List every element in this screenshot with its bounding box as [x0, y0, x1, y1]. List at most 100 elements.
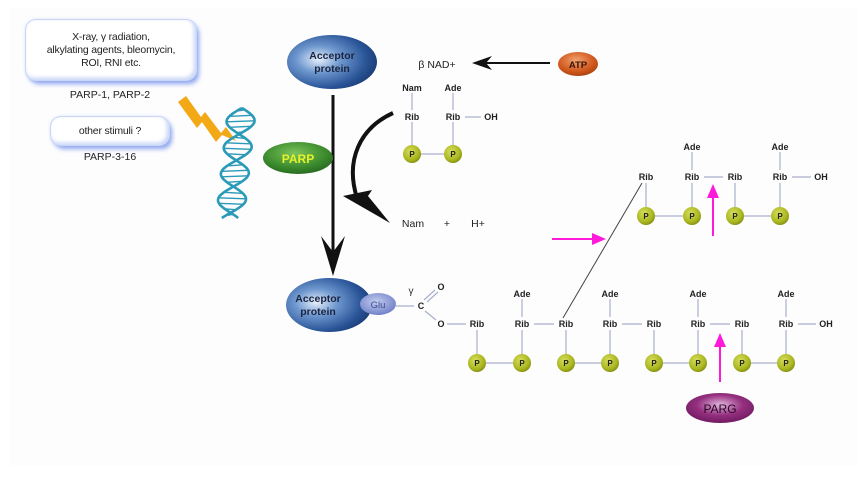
phosphate-label: P: [409, 150, 415, 159]
adenine-label: Ade: [601, 289, 618, 299]
phosphate: [733, 354, 751, 372]
phosphate-label: P: [651, 359, 657, 368]
phosphate-label: P: [450, 150, 456, 159]
nad-rib: Rib: [405, 112, 420, 122]
parp-label: PARP: [282, 152, 314, 166]
ribose-label: Rib: [647, 319, 662, 329]
ribose-label: Rib: [691, 319, 706, 329]
ribose-label: Rib: [735, 319, 750, 329]
ribose-label: Rib: [728, 172, 743, 182]
nad-title: β NAD+: [418, 59, 455, 71]
phosphate: [689, 354, 707, 372]
ribose-label: Rib: [515, 319, 530, 329]
adenine-label: Ade: [683, 142, 700, 152]
dna-rung: [228, 125, 252, 129]
dna-strand: [219, 106, 254, 220]
branch-bond: [562, 182, 643, 319]
atp-label: ATP: [569, 60, 588, 71]
nad-ade: Ade: [444, 83, 461, 93]
phosphate-label: P: [777, 212, 783, 221]
phosphate: [771, 207, 789, 225]
poly-adp-ribose-chains: RibPRibPAdeRibPRibPAdeRibPRibPAdeRibPRib…: [468, 142, 833, 372]
curved-release-arrow: [343, 111, 394, 223]
ribose-label: Rib: [639, 172, 654, 182]
carboxyl-bonds: [396, 289, 466, 325]
stimulus-line: ROI, RNI etc.: [81, 56, 141, 69]
adenine-label: Ade: [513, 289, 530, 299]
nad-nam: Nam: [402, 83, 422, 93]
parg-enzyme: PARG: [686, 393, 754, 423]
phosphate: [513, 354, 531, 372]
product-proton: H+: [471, 218, 485, 230]
adenine-label: Ade: [777, 289, 794, 299]
stimulus-box-other: other stimuli ?: [51, 117, 169, 145]
ribose-label: Rib: [559, 319, 574, 329]
hydroxyl-label: OH: [819, 319, 833, 329]
ribose-label: Rib: [773, 172, 788, 182]
oxygen-label: O: [437, 319, 444, 329]
acceptor-label-line1: Acceptor: [309, 50, 355, 62]
lightning-bolt-icon: [178, 96, 236, 142]
ribose-label: Rib: [603, 319, 618, 329]
parg-label: PARG: [703, 402, 736, 416]
phosphate-label: P: [643, 212, 649, 221]
product-plus: +: [444, 218, 450, 230]
phosphate: [601, 354, 619, 372]
phosphate: [637, 207, 655, 225]
phosphate-label: P: [695, 359, 701, 368]
stimulus-line: other stimuli ?: [78, 124, 142, 137]
dna-rung: [223, 147, 252, 151]
stimulus-line: X-ray, γ radiation,: [72, 30, 150, 43]
parp-enzyme: PARP: [263, 142, 333, 174]
phosphate: [557, 354, 575, 372]
phosphate-label: P: [739, 359, 745, 368]
phosphate-label: P: [732, 212, 738, 221]
phosphate: [683, 207, 701, 225]
caption-parp-1-2: PARP-1, PARP-2: [69, 89, 151, 101]
dna-rung: [218, 202, 245, 206]
dna-strand: [216, 106, 256, 220]
acceptor-label-line2: protein: [300, 306, 336, 318]
phosphate-label: P: [563, 359, 569, 368]
dna-rung: [223, 191, 242, 195]
stimulus-line: alkylating agents, bleomycin,: [46, 43, 176, 56]
carbon-label: C: [418, 301, 425, 311]
glu-label: Glu: [371, 300, 386, 311]
acceptor-label-line1: Acceptor: [295, 293, 341, 305]
phosphate-label: P: [474, 359, 480, 368]
dna-rung: [226, 120, 255, 123]
acceptor-label-line2: protein: [314, 63, 350, 75]
phosphate: [468, 354, 486, 372]
dna-rung: [226, 142, 251, 145]
dna-rung: [222, 169, 249, 173]
dna-rung: [218, 197, 246, 200]
phosphate: [777, 354, 795, 372]
adenine-label: Ade: [771, 142, 788, 152]
gamma-label: γ: [409, 286, 414, 297]
phosphate-label: P: [689, 212, 695, 221]
atp-to-nad-arrow: [472, 56, 550, 70]
phosphate-label: P: [783, 359, 789, 368]
nad-phosphate: P: [403, 145, 421, 163]
acceptor-protein-bottom: Acceptor protein: [286, 278, 372, 332]
figure-panel: [10, 8, 858, 466]
hydroxyl-label: OH: [814, 172, 828, 182]
phosphate: [645, 354, 663, 372]
caption-parp-3-16: PARP-3-16: [83, 151, 137, 163]
main-reaction-arrow: [321, 95, 345, 276]
dna-rung: [221, 175, 249, 178]
acceptor-protein-top: Acceptor protein: [287, 35, 377, 89]
dna-helix-icon: [216, 106, 256, 220]
ribose-label: Rib: [685, 172, 700, 182]
dna-rung: [228, 164, 243, 167]
ribose-label: Rib: [470, 319, 485, 329]
atp-node: ATP: [558, 52, 598, 76]
nad-phosphate: P: [444, 145, 462, 163]
stimulus-box-dna-damage: X-ray, γ radiation, alkylating agents, b…: [26, 20, 196, 80]
glu-residue: Glu: [360, 293, 396, 315]
nad-rib: Rib: [446, 112, 461, 122]
ribose-label: Rib: [779, 319, 794, 329]
dna-rung: [230, 114, 253, 118]
parg-cleavage-arrow-lower: [714, 333, 726, 382]
